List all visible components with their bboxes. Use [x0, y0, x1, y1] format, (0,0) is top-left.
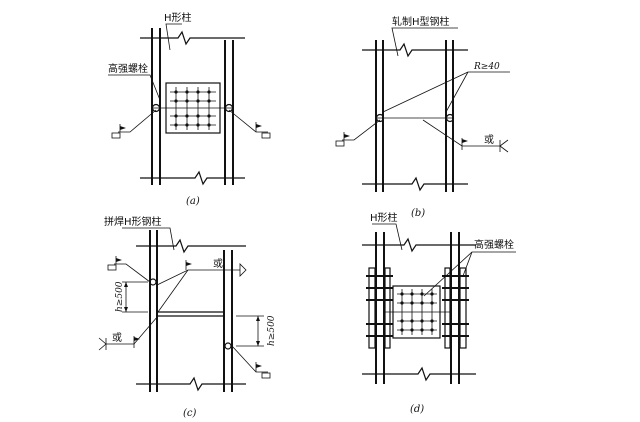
- panel-b-radius-leader-1: [382, 71, 469, 113]
- panel-c-top-weld-symbol: [239, 263, 247, 277]
- panel-a-flag-left: [120, 126, 126, 130]
- panel-d-flange-plate-left-outer: [368, 267, 376, 349]
- panel-c-bottom-break: [136, 376, 246, 392]
- panel-d-bolt-leader-1: [423, 251, 516, 297]
- panel-a-column-leader: [165, 23, 182, 51]
- panel-d-column-leader: [372, 223, 403, 251]
- panel-b-flange-weld-left: [375, 113, 385, 123]
- panel-d-flange-plate-left-inner: [384, 267, 391, 349]
- panel-a-flange-weld-right: [224, 103, 234, 113]
- panel-c-column-leader: [122, 227, 175, 251]
- panel-d-column-label: H形柱: [370, 211, 398, 224]
- panel-a-column-label: H形柱: [164, 11, 192, 24]
- panel-c-weld-leader-right: [231, 345, 268, 373]
- panel-b-column-leader: [391, 27, 458, 57]
- panel-c-caption: (c): [183, 408, 197, 419]
- panel-b-column-label: 轧制H型钢柱: [392, 15, 450, 28]
- panel-a-weld-leader-right: [228, 109, 268, 133]
- panel-a-bolt-leader: [108, 74, 161, 101]
- panel-c-or-label-top: 或: [213, 258, 223, 270]
- panel-d-bolt-leader-2: [462, 251, 473, 277]
- panel-c-weld-leader-left-upper: [114, 263, 151, 283]
- panel-c-dim-right-label: h≥500: [267, 315, 277, 346]
- panel-b-flange-weld-right: [445, 113, 455, 123]
- panel-b-or-label: 或: [484, 134, 494, 146]
- panel-a-top-break: [140, 30, 245, 46]
- panel-b-weld-symbol-left: [335, 140, 345, 147]
- panel-a-flag-right: [256, 124, 262, 128]
- panel-d-web-bolt-group: [397, 289, 437, 335]
- panel-c-top-leader-2: [157, 269, 189, 313]
- panel-a-bolt-group: [170, 87, 216, 130]
- panel-b-radius-label: R≥40: [473, 62, 500, 72]
- panel-d-web-splice-plate: [392, 285, 441, 339]
- panel-a-weld-symbol-left: [111, 132, 121, 139]
- panel-b: R≥40 或 轧制H型钢柱 (b): [335, 15, 510, 219]
- panel-d-flange-plate-right-outer: [459, 267, 467, 349]
- panel-b-weld-leader-left: [342, 119, 381, 141]
- panel-d-caption: (d): [410, 404, 424, 415]
- panel-a-bolt-label: 高强螺栓: [108, 62, 148, 75]
- panel-d-flange-bolts-right: [442, 275, 469, 337]
- panel-a-splice-plate: [165, 82, 221, 134]
- panel-b-radius-leader-2: [445, 71, 469, 113]
- panel-a-flange-weld-left: [151, 103, 161, 113]
- panel-d: H形柱 高强螺栓 (d): [362, 211, 516, 415]
- panel-c-or-label-left: 或: [112, 332, 122, 344]
- panel-b-caption: (b): [411, 208, 425, 219]
- panel-a-weld-symbol-right: [261, 132, 271, 139]
- panel-d-flange-plate-right-inner: [444, 267, 451, 349]
- panel-b-top-break: [362, 42, 468, 58]
- panel-a-caption: (a): [186, 196, 200, 207]
- panel-c: 或 或 h≥500 h≥500 拼焊H形钢柱: [98, 215, 277, 419]
- panel-d-bottom-break: [362, 366, 476, 382]
- panel-a-bottom-break: [140, 170, 245, 186]
- panel-a: H形柱 高强螺栓 (a): [108, 11, 271, 207]
- panel-c-column-label: 拼焊H形钢柱: [104, 215, 162, 228]
- panel-c-flange-weld-right: [224, 342, 232, 350]
- panel-d-flange-bolts-left: [366, 275, 393, 337]
- panel-c-top-break: [136, 238, 246, 254]
- panel-c-dim-left-label: h≥500: [115, 281, 125, 312]
- panel-d-top-break: [362, 237, 476, 253]
- panel-a-weld-leader-left: [118, 109, 157, 133]
- panel-d-bolt-label: 高强螺栓: [474, 238, 514, 251]
- panel-b-bottom-break: [362, 176, 468, 192]
